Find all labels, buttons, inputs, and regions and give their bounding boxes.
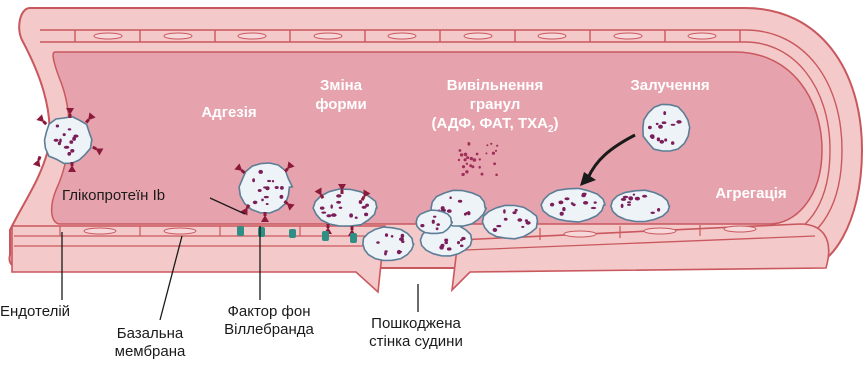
label-damaged-wall: Пошкоджена стінка судини [369,315,463,351]
label-vwf-line2: Віллебранда [224,321,314,339]
label-shape-change-line1: Зміна [315,76,366,95]
label-adhesion: Адгезія [201,103,256,122]
label-glycoprotein: Глікопротеїн Ib [62,187,165,205]
platelet-aggregate-6 [416,210,452,233]
platelet-aggregate-3 [482,205,537,238]
label-vwf: Фактор фон Віллебранда [224,303,314,339]
label-granule-release-line3: (АДФ, ФАТ, ТХА2) [431,114,558,139]
label-basal-membrane: Базальна мембрана [115,325,186,361]
label-granule-release-line1: Вивільнення [431,76,558,95]
label-vwf-line1: Фактор фон [224,303,314,321]
label-granule-release: Вивільнення гранул (АДФ, ФАТ, ТХА2) [431,76,558,139]
platelet-aggregate-1 [363,227,414,261]
label-basal-membrane-line2: мембрана [115,343,186,361]
platelet-recruitment [643,104,690,151]
label-damaged-wall-line2: стінка судини [369,333,463,351]
label-damaged-wall-line1: Пошкоджена [369,315,463,333]
label-granule-release-line2: гранул [431,95,558,114]
vessel-wall-bottom-left [12,226,385,292]
label-recruitment: Залучення [630,76,709,95]
endothelium-nuclei-top [94,33,716,39]
label-aggregation: Агрегація [715,184,786,203]
label-shape-change-line2: форми [315,95,366,114]
label-shape-change: Зміна форми [315,76,366,114]
platelet-aggregate-4 [541,188,605,222]
label-endothelium: Ендотелій [0,303,70,321]
platelet-aggregate-5 [611,190,670,221]
glycoprotein-receptor [36,114,49,127]
label-basal-membrane-line1: Базальна [115,325,186,343]
